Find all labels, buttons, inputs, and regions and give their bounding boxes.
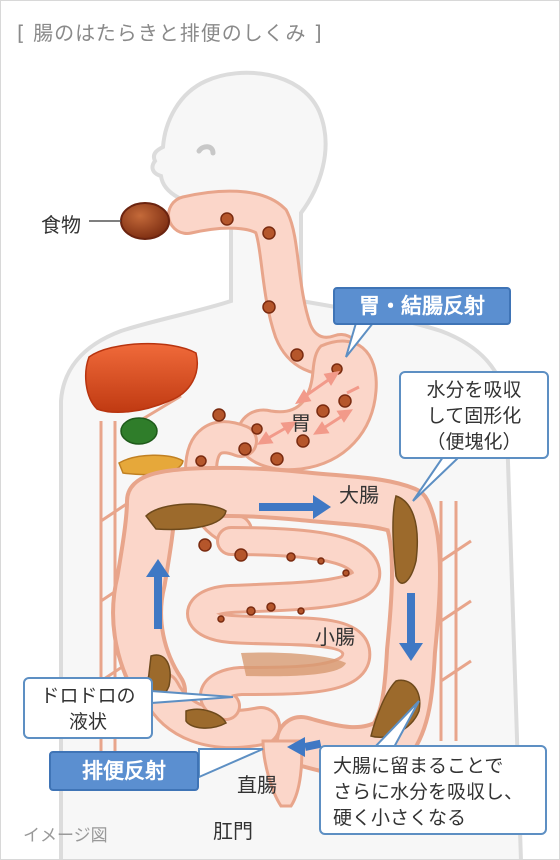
small-intestine	[186, 526, 382, 721]
esophagus-fill	[170, 192, 358, 373]
label-small-intestine: 小腸	[315, 625, 355, 649]
image-note: イメージ図	[23, 826, 108, 846]
callout-stays-in-colon: 大腸に留まることで さらに水分を吸収し、 硬く小さくなる	[319, 745, 547, 835]
food-bolus	[120, 202, 170, 240]
callout-stays-line2: さらに水分を吸収し、	[333, 781, 524, 803]
label-anus: 肛門	[213, 819, 253, 843]
callout-water-absorption-line1: 水分を吸収	[426, 379, 522, 401]
gallbladder	[120, 417, 158, 445]
callout-liquid-state: ドロドロの 液状	[23, 677, 153, 739]
callout-stays-line1: 大腸に留まることで	[333, 755, 504, 777]
callout-liquid-line2: 液状	[68, 711, 107, 733]
callout-liquid-line1: ドロドロの	[40, 685, 136, 707]
label-stomach: 胃	[291, 411, 311, 435]
movement-arrows	[146, 495, 423, 757]
label-large-intestine: 大腸	[339, 483, 379, 507]
liver	[84, 342, 198, 414]
eye-mark	[196, 144, 216, 156]
liquid-content	[241, 652, 346, 677]
callout-water-absorption: 水分を吸収 して固形化 （便塊化）	[399, 371, 549, 459]
callout-water-absorption-line2: して固形化	[426, 405, 522, 427]
rectum	[261, 739, 304, 808]
callout-stays-line3: 硬く小さくなる	[333, 807, 467, 829]
diagram-title: [ 腸のはたらきと排便のしくみ ]	[17, 21, 323, 45]
callout-water-absorption-line3: （便塊化）	[426, 431, 522, 453]
callout-gastrocolic-reflex: 胃・結腸反射	[333, 287, 511, 325]
label-food: 食物	[41, 213, 81, 237]
callout-defecation-reflex: 排便反射	[49, 751, 199, 791]
label-rectum: 直腸	[237, 773, 277, 797]
stomach-contraction-arrows	[257, 370, 360, 445]
